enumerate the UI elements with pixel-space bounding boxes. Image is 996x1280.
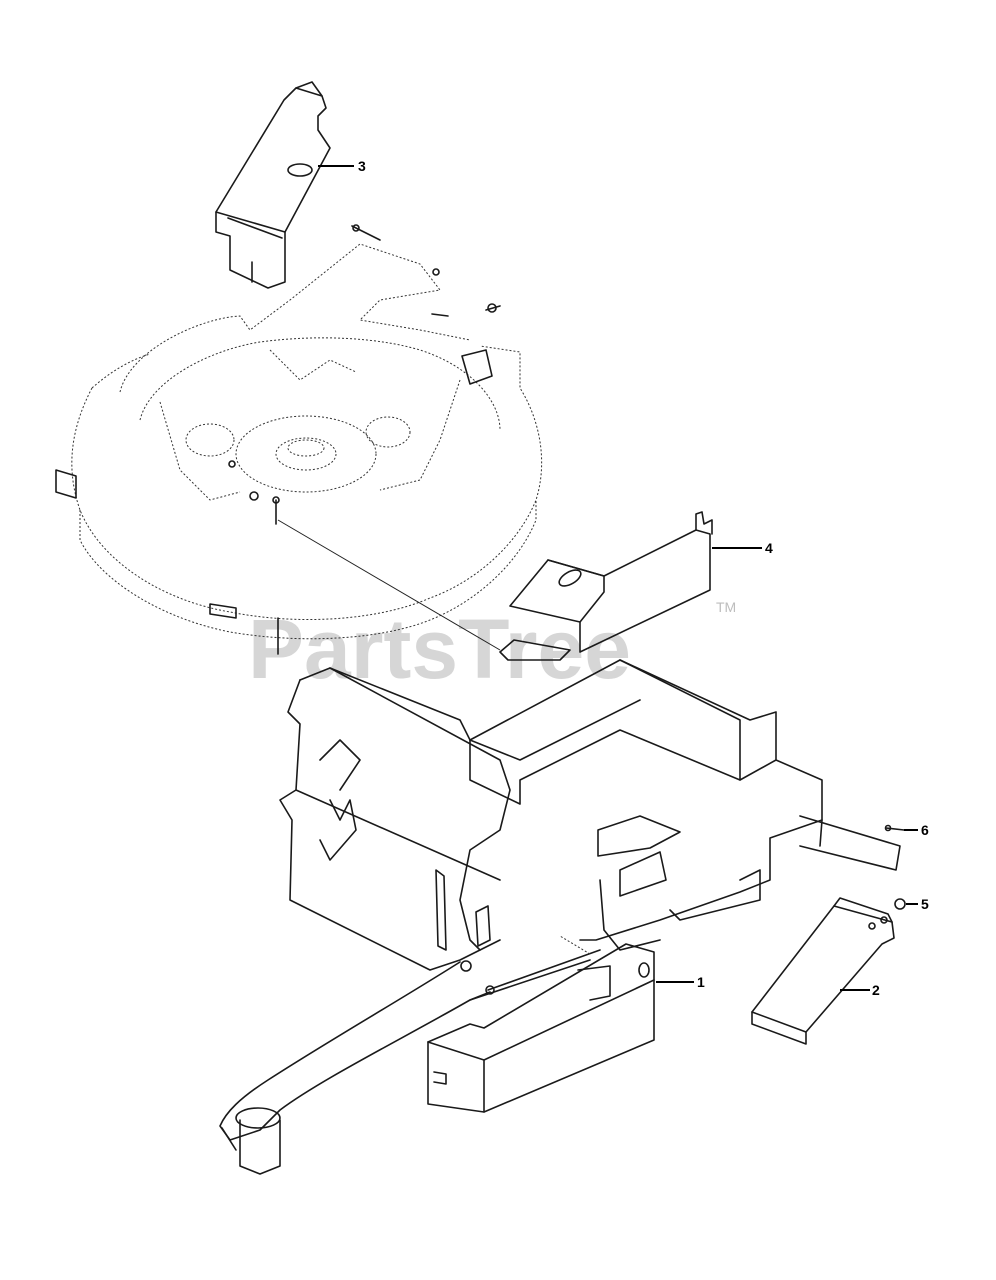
part-5-washer[interactable] <box>894 898 906 910</box>
tractor-chassis <box>219 659 901 1175</box>
watermark-tm: TM <box>716 599 736 615</box>
callout-4-label: 4 <box>765 540 773 556</box>
callout-4[interactable]: 4 <box>712 540 773 556</box>
callout-5[interactable]: 5 <box>906 896 929 912</box>
callout-6-label: 6 <box>921 822 929 838</box>
part-6-pin[interactable] <box>884 824 905 832</box>
callout-2-label: 2 <box>872 982 880 998</box>
mower-deck <box>55 243 543 655</box>
hardware-bolts-upper <box>351 224 501 317</box>
callout-5-label: 5 <box>921 896 929 912</box>
callout-6[interactable]: 6 <box>904 822 929 838</box>
callout-1-label: 1 <box>697 974 705 990</box>
part-2-pedal-arm[interactable] <box>751 897 895 1045</box>
callout-1[interactable]: 1 <box>656 974 705 990</box>
part-4-side-bracket[interactable] <box>499 511 713 661</box>
deck-lift-rod <box>277 519 501 651</box>
callout-2[interactable]: 2 <box>840 982 880 998</box>
callout-3[interactable]: 3 <box>318 158 366 174</box>
part-1-front-bracket[interactable] <box>427 943 655 1113</box>
callout-3-label: 3 <box>358 158 366 174</box>
watermark-brand: PartsTree <box>248 602 631 696</box>
part-3-deck-shield[interactable] <box>215 81 331 289</box>
